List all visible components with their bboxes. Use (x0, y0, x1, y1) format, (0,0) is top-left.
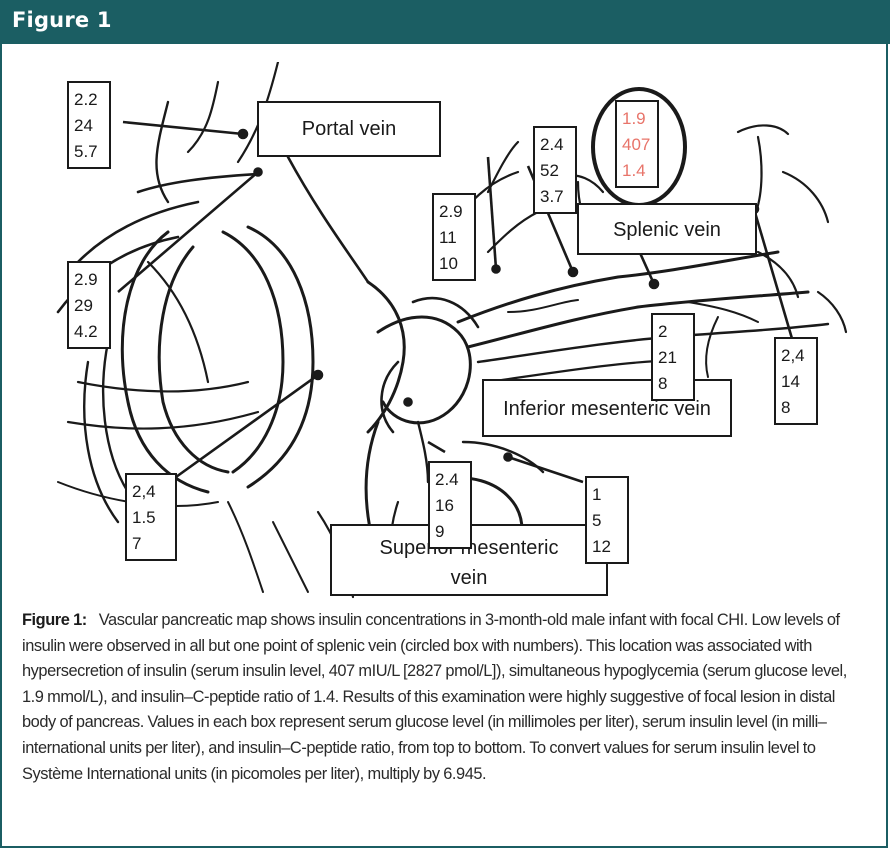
vessel-path (783, 172, 828, 222)
vessel-path (103, 342, 128, 492)
leader-line (508, 457, 583, 482)
vessel-path (78, 202, 198, 262)
vascular-map-svg: Portal vein Splenic vein Inferior mesent… (18, 62, 868, 602)
vessel-path (706, 317, 718, 377)
vessel-path (738, 125, 788, 134)
vessel-path (148, 262, 208, 382)
vessel-path (463, 442, 543, 472)
sample-ratio-value: 5.7 (74, 142, 98, 161)
sample-point-marker (650, 280, 658, 288)
sample-ratio-value: 4.2 (74, 322, 98, 341)
sample-glucose-value: 1 (592, 485, 601, 504)
sample-ratio-value: 8 (781, 398, 790, 417)
sample-ratio-value: 1.4 (622, 161, 646, 180)
splenic-vein-label: Splenic vein (613, 219, 721, 241)
sample-point-marker (239, 130, 247, 138)
sample-glucose-value: 2.2 (74, 90, 98, 109)
sample-glucose-value: 2,4 (781, 346, 805, 365)
sample-insulin-value: 11 (439, 228, 457, 247)
sample-insulin-value: 21 (658, 348, 677, 367)
vessel-path (756, 137, 762, 212)
figure-title: Figure 1 (12, 8, 112, 32)
sample-insulin-value: 24 (74, 116, 93, 135)
leader-line (428, 442, 445, 452)
sample-insulin-value: 16 (435, 496, 454, 515)
superior-mesenteric-vein-label-line2: vein (451, 567, 488, 589)
vessel-path (273, 522, 308, 592)
vessel-path (288, 157, 368, 282)
sample-glucose-value: 1.9 (622, 109, 646, 128)
sample-insulin-value: 29 (74, 296, 93, 315)
sample-ratio-value: 8 (658, 374, 667, 393)
vessel-path (138, 174, 258, 192)
sample-insulin-value: 407 (622, 135, 650, 154)
sample-point-marker (505, 454, 512, 461)
sample-point-marker (569, 268, 577, 276)
sample-ratio-value: 12 (592, 537, 611, 556)
vessel-path (122, 232, 208, 492)
sample-ratio-value: 7 (132, 534, 141, 553)
figure-caption: Figure 1:Vascular pancreatic map shows i… (22, 608, 868, 787)
vessel-path (68, 412, 258, 429)
sample-point-marker (405, 399, 412, 406)
sample-ratio-value: 3.7 (540, 187, 564, 206)
leader-line (123, 122, 243, 134)
leader-line (118, 172, 258, 292)
sample-point-marker (255, 169, 262, 176)
sample-glucose-value: 2 (658, 322, 667, 341)
vessel-path (688, 302, 758, 322)
vessel-path (159, 247, 228, 472)
vessel-path (382, 362, 398, 432)
sample-insulin-value: 14 (781, 372, 800, 391)
sample-ratio-value: 10 (439, 254, 458, 273)
sample-point-marker (493, 266, 500, 273)
sample-glucose-value: 2.4 (435, 470, 459, 489)
vessel-path (228, 502, 263, 592)
sample-insulin-value: 5 (592, 511, 601, 530)
sample-glucose-value: 2.9 (74, 270, 98, 289)
caption-label: Figure 1: (22, 611, 87, 629)
vessel-path (418, 422, 428, 482)
sample-insulin-value: 1.5 (132, 508, 156, 527)
caption-text: Vascular pancreatic map shows insulin co… (22, 611, 847, 783)
pancreatic-vascular-map: Portal vein Splenic vein Inferior mesent… (18, 62, 868, 602)
sample-point-marker (314, 371, 322, 379)
figure-header: Figure 1 (0, 0, 890, 44)
vessel-path (818, 292, 846, 332)
sample-ratio-value: 9 (435, 522, 444, 541)
sample-insulin-value: 52 (540, 161, 559, 180)
sample-glucose-value: 2.9 (439, 202, 463, 221)
sample-glucose-value: 2.4 (540, 135, 564, 154)
inferior-mesenteric-vein-label: Inferior mesenteric vein (503, 398, 711, 420)
portal-vein-label: Portal vein (302, 118, 397, 140)
sample-glucose-value: 2,4 (132, 482, 156, 501)
vessel-path (188, 82, 218, 152)
vessel-path (488, 360, 678, 382)
